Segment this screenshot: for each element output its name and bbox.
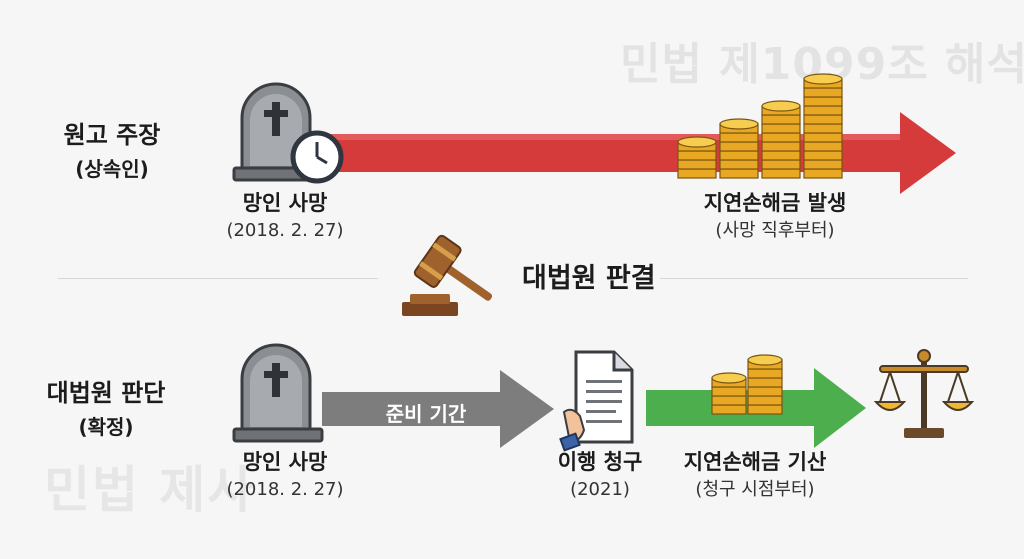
bottom-end-sub: (청구 시점부터) (695, 479, 815, 500)
row-label-title: 대법원 판단 (46, 379, 166, 407)
row-label-title: 원고 주장 (63, 121, 161, 149)
top-end-caption: 지연손해금 발생 (사망 직후부터) (690, 189, 860, 245)
top-end-title: 지연손해금 발생 (703, 191, 847, 215)
row-label-court: 대법원 판단 (확정) (26, 376, 186, 444)
preparation-period-arrow (322, 370, 554, 448)
judgement-title: 대법원 판결 (522, 263, 656, 294)
bottom-end-caption: 지연손해금 기산 (청구 시점부터) (670, 448, 840, 504)
claim-year: (2021) (570, 479, 630, 500)
watermark-bottom: 민법 제사 (44, 461, 256, 519)
red-timeline-arrow (320, 112, 956, 194)
bottom-start-caption: 망인 사망 (2018. 2. 27) (205, 448, 365, 504)
document-icon (559, 350, 634, 452)
claim-title: 이행 청구 (557, 450, 643, 474)
divider-right (660, 278, 968, 279)
top-end-sub: (사망 직후부터) (715, 220, 835, 241)
balance-scale-icon (873, 349, 975, 438)
bottom-end-title: 지연손해금 기산 (683, 450, 827, 474)
coin-stack-icon (711, 354, 783, 415)
bottom-start-title: 망인 사망 (242, 450, 328, 474)
tombstone-icon (232, 343, 324, 443)
bottom-start-date: (2018. 2. 27) (226, 479, 344, 500)
row-label-sub: (확정) (78, 415, 134, 439)
preparation-period-label: 준비 기간 (385, 402, 467, 426)
divider-left (58, 278, 378, 279)
clock-icon (290, 130, 344, 184)
claim-caption: 이행 청구 (2021) (530, 448, 670, 504)
coin-stack-icon (677, 73, 843, 179)
top-start-caption: 망인 사망 (2018. 2. 27) (205, 189, 365, 245)
row-label-sub: (상속인) (75, 157, 149, 181)
top-start-title: 망인 사망 (242, 191, 328, 215)
top-start-date: (2018. 2. 27) (226, 220, 344, 241)
gavel-icon (402, 234, 493, 316)
row-label-plaintiff: 원고 주장 (상속인) (32, 118, 192, 186)
